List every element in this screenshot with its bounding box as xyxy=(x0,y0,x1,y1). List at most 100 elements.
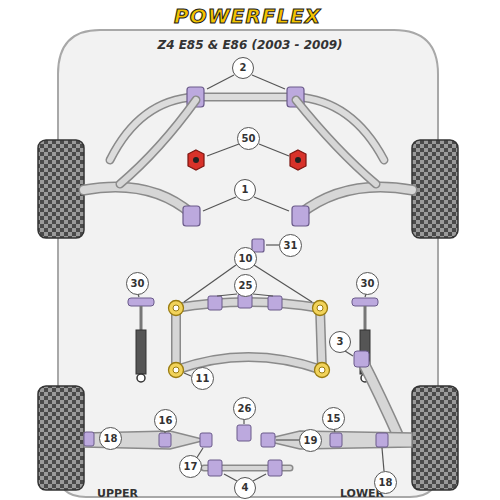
illustration-part xyxy=(84,187,192,214)
illustration-part xyxy=(136,330,146,374)
callout-text: 26 xyxy=(238,404,252,414)
illustration-part xyxy=(319,367,325,373)
illustration-part xyxy=(276,439,299,440)
illustration-part xyxy=(345,351,353,356)
illustration-part xyxy=(296,100,376,184)
bush xyxy=(169,301,330,378)
callout-number: 30 xyxy=(356,272,379,295)
illustration-part xyxy=(266,244,279,245)
illustration-part xyxy=(176,302,322,370)
illustration-part xyxy=(254,265,312,302)
bush xyxy=(376,433,388,447)
callout-number: 3 xyxy=(329,331,351,353)
illustration-part xyxy=(296,100,376,184)
brand-logo: POWERFLEX xyxy=(174,4,321,28)
title-text: Z4 E85 & E86 (2003 - 2009) xyxy=(157,38,342,52)
callout-number: 16 xyxy=(154,409,177,432)
callout-text: 18 xyxy=(379,478,393,488)
illustration-part xyxy=(253,294,273,296)
callout-text: 25 xyxy=(239,281,253,291)
tyre xyxy=(38,386,84,490)
illustration-part xyxy=(313,301,328,316)
bush xyxy=(159,433,171,447)
illustration-part xyxy=(137,374,145,382)
tyre xyxy=(412,386,458,490)
illustration-part xyxy=(253,474,266,481)
illustration-part xyxy=(193,157,199,163)
label-text: POWERFLEX xyxy=(174,4,321,28)
tyre xyxy=(412,140,458,238)
control-arm xyxy=(84,100,412,214)
subframe xyxy=(176,302,322,370)
bush xyxy=(268,460,282,476)
illustration-part xyxy=(173,305,179,311)
bush xyxy=(261,433,275,447)
axle-label: UPPER xyxy=(97,482,138,500)
strut xyxy=(128,298,378,382)
bush xyxy=(200,433,212,447)
bush xyxy=(183,206,200,226)
bush xyxy=(208,460,222,476)
callout-number: 18 xyxy=(99,427,122,450)
trailing-arm xyxy=(362,360,400,440)
illustration-part xyxy=(300,187,412,214)
bush xyxy=(268,296,282,310)
callout-number: 17 xyxy=(179,455,202,478)
callout-text: 11 xyxy=(196,374,210,384)
callout-text: 16 xyxy=(159,416,173,426)
leader-line xyxy=(138,75,384,481)
illustration-part xyxy=(128,298,154,306)
callout-number: 15 xyxy=(322,407,345,430)
illustration-part xyxy=(315,363,330,378)
bush xyxy=(237,425,251,441)
illustration-part xyxy=(169,363,184,378)
bush xyxy=(84,432,94,446)
callout-number: 2 xyxy=(232,57,254,79)
callout-number: 19 xyxy=(299,429,322,452)
callout-number: 11 xyxy=(191,367,214,390)
car-body xyxy=(58,30,438,497)
illustration-part xyxy=(352,298,378,306)
callout-text: 2 xyxy=(240,63,247,73)
illustration-part xyxy=(224,474,237,481)
callout-text: 15 xyxy=(327,414,341,424)
illustration-part xyxy=(184,373,191,376)
illustration-part xyxy=(300,187,412,214)
bush xyxy=(292,206,309,226)
illustration-part xyxy=(203,197,236,211)
label-text: UPPER xyxy=(97,487,138,500)
callout-text: 18 xyxy=(104,434,118,444)
illustration-part xyxy=(176,302,322,370)
callout-number: 26 xyxy=(233,397,256,420)
bush xyxy=(188,150,204,170)
callout-number: 4 xyxy=(234,477,256,499)
bush xyxy=(208,296,222,310)
callout-number: 30 xyxy=(126,272,149,295)
illustration-part xyxy=(295,157,301,163)
callout-text: 30 xyxy=(361,279,375,289)
illustration-part xyxy=(173,367,179,373)
bush xyxy=(330,433,342,447)
callout-text: 1 xyxy=(242,185,249,195)
callout-text: 10 xyxy=(239,254,253,264)
callout-text: 19 xyxy=(304,436,318,446)
callout-number: 31 xyxy=(279,234,302,257)
illustration-part xyxy=(254,197,289,211)
control-arm xyxy=(262,431,412,449)
callout-text: 50 xyxy=(242,134,256,144)
illustration-part xyxy=(364,306,367,330)
tyre xyxy=(38,140,84,238)
callout-text: 31 xyxy=(284,241,298,251)
callout-text: 4 xyxy=(242,483,249,493)
illustration-part xyxy=(184,265,236,302)
callout-number: 25 xyxy=(234,274,257,297)
illustration-part xyxy=(207,144,239,156)
bush xyxy=(290,150,306,170)
callout-text: 3 xyxy=(337,337,344,347)
illustration-part xyxy=(382,448,384,471)
callout-text: 17 xyxy=(184,462,198,472)
illustration-part xyxy=(362,360,400,440)
illustration-part xyxy=(252,75,285,89)
illustration-part xyxy=(217,294,237,296)
illustration-part xyxy=(362,360,400,440)
